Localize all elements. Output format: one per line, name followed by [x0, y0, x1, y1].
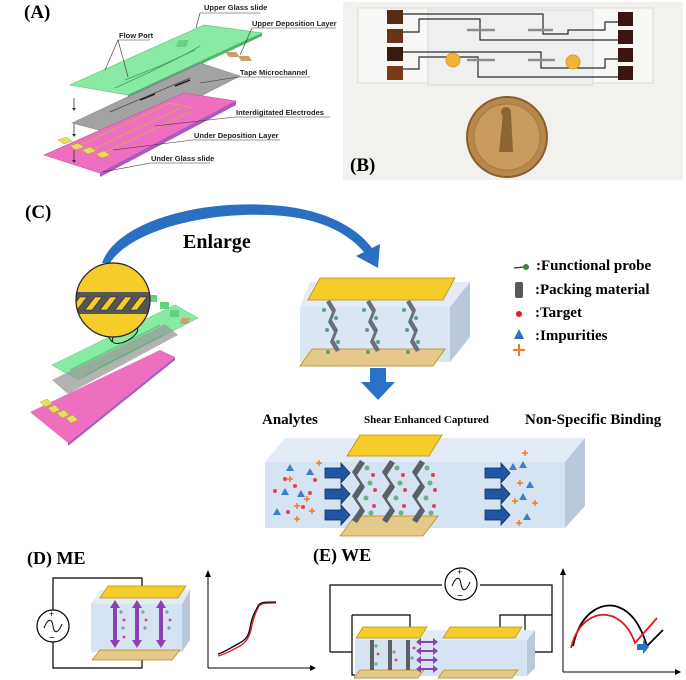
shear-enhanced-captured-label: Shear Enhanced Captured [364, 414, 489, 426]
flow-arrows-out [484, 461, 511, 527]
me-curve-red [217, 602, 277, 657]
flow-port-right [565, 54, 581, 70]
legend-functional-probe: :Functional probe [512, 258, 651, 275]
flow-port-left [445, 52, 461, 68]
we-curve-black [572, 604, 664, 648]
legend-packing-material: :Packing material [513, 281, 650, 299]
panel-b-photo [343, 2, 683, 180]
flow-arrows-in [324, 461, 351, 527]
svg-text:−: − [49, 633, 55, 644]
we-response-plot [560, 568, 681, 675]
upper-deposition-pads [225, 52, 240, 57]
non-specific-binding-label: Non-Specific Binding [525, 412, 662, 428]
down-arrow [361, 368, 395, 400]
legend-impurities: :Impurities [513, 328, 608, 358]
callout-under-glass-slide: Under Glass slide [151, 154, 215, 163]
analytes-label: Analytes [262, 412, 318, 428]
impurities-icon [513, 329, 525, 356]
electrode-pads-right [618, 12, 633, 80]
bottom-gold-electrode [299, 348, 446, 367]
callout-flow-port: Flow Port [119, 31, 154, 40]
top-gold-electrode [307, 277, 456, 301]
callout-upper-deposition-layer: Upper Deposition Layer [252, 19, 337, 28]
me-circuit: + − [36, 577, 190, 669]
top-gold-electrode [346, 434, 443, 457]
we-circuit: + − [329, 567, 553, 679]
panel-d-label: (D) ME [27, 548, 86, 568]
functional-probe-icon [513, 263, 529, 270]
callout-interdigitated-electrodes: Interdigitated Electrodes [236, 108, 324, 117]
me-curve-black [217, 601, 277, 655]
flow-channel-diagram [265, 434, 585, 537]
electrode-pads-left [387, 10, 403, 80]
panel-a-label: (A) [24, 2, 51, 23]
enlarged-electrode-block [299, 277, 470, 367]
we-curve-red [570, 613, 658, 649]
svg-text:+: + [457, 567, 462, 577]
svg-text:+: + [49, 609, 54, 619]
chip-with-magnifier [30, 289, 199, 446]
packing-material-icon [515, 282, 523, 298]
shift-arrow [637, 640, 649, 654]
electrode-pad [57, 136, 73, 145]
panel-b-label: (B) [350, 155, 376, 176]
me-response-plot [205, 570, 316, 671]
legend-target: :Target [513, 305, 582, 322]
target-icon [516, 310, 522, 317]
callout-tape-microchannel: Tape Microchannel [240, 68, 308, 77]
bottom-gold-electrode [339, 515, 439, 537]
panel-e-label: (E) WE [313, 545, 372, 565]
callout-under-deposition-layer: Under Deposition Layer [194, 131, 279, 140]
callout-upper-glass-slide: Upper Glass slide [204, 3, 268, 12]
panel-a-exploded-chip [43, 12, 336, 177]
magnifier-detail [75, 262, 151, 338]
svg-text:−: − [457, 591, 463, 602]
enlarge-label: Enlarge [183, 231, 251, 253]
panel-c-label: (C) [25, 202, 52, 223]
